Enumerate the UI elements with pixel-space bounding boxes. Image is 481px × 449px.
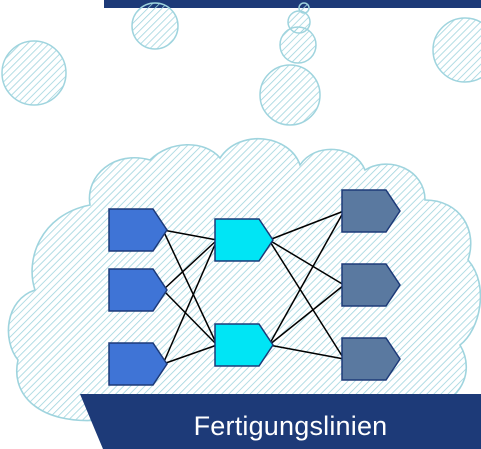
output-node	[341, 263, 401, 307]
network-edge	[162, 344, 218, 365]
network-edge	[162, 229, 218, 346]
middle-node	[214, 323, 274, 367]
network-nodes	[108, 189, 401, 386]
network-edge	[268, 239, 345, 286]
caption-label: Fertigungslinien	[193, 411, 388, 441]
middle-node	[214, 218, 274, 262]
input-node	[108, 342, 168, 386]
network-edge	[162, 239, 218, 291]
network-edge	[268, 210, 345, 346]
top-bar	[104, 0, 481, 8]
network-edge	[162, 239, 218, 365]
cloud-shape	[7, 137, 481, 422]
caption-banner	[80, 394, 481, 449]
network-edge	[162, 229, 218, 241]
network-edge	[268, 239, 345, 360]
network-edge	[268, 284, 345, 346]
network-edge	[268, 210, 345, 241]
output-node	[341, 189, 401, 233]
bubble	[287, 10, 311, 34]
input-node	[108, 208, 168, 252]
network-edges	[162, 210, 345, 365]
thought-bubbles	[1, 2, 481, 126]
bubble	[432, 17, 481, 83]
network-edge	[162, 289, 218, 346]
network-edge	[268, 344, 345, 360]
output-node	[341, 337, 401, 381]
bubble	[259, 64, 321, 126]
bubble	[298, 2, 310, 14]
bubble	[1, 40, 67, 106]
input-node	[108, 268, 168, 312]
bubble	[131, 2, 179, 50]
